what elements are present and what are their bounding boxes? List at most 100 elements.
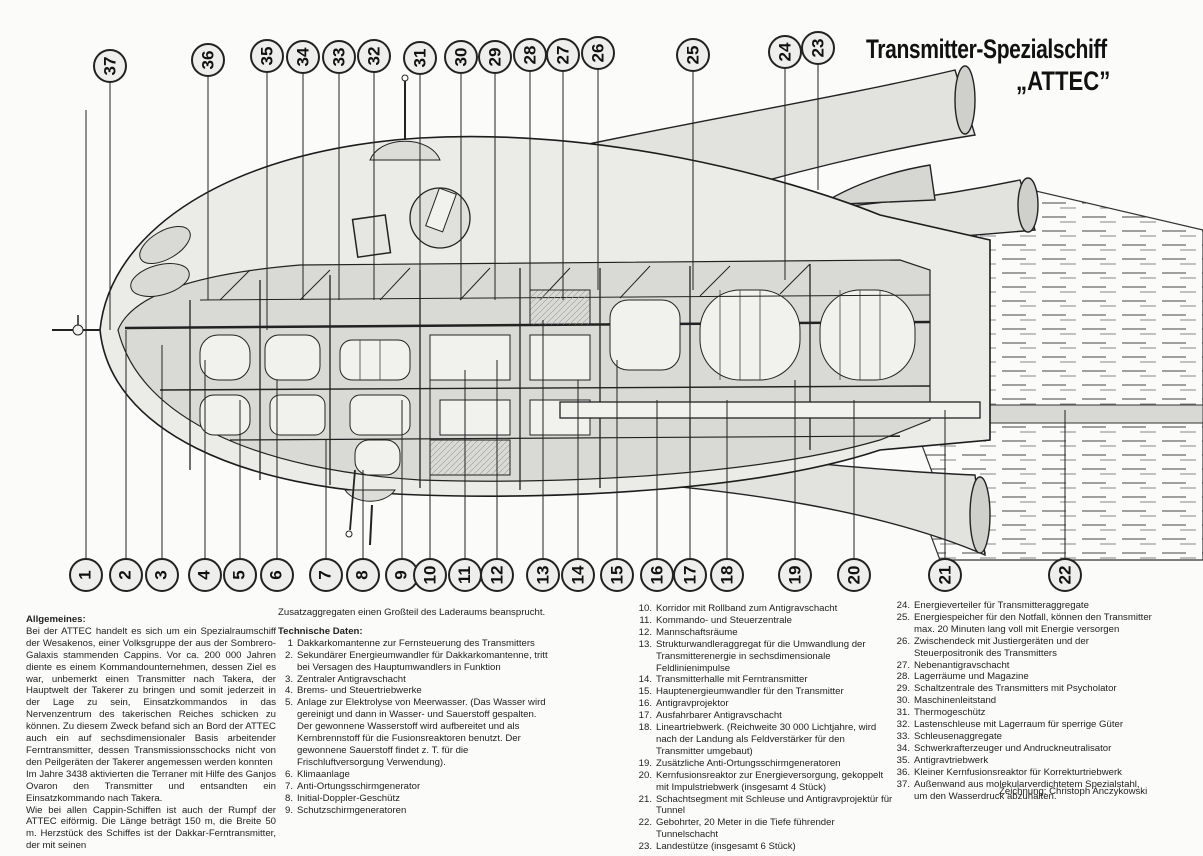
callout-13: 13 [526, 558, 560, 592]
callout-15: 15 [600, 558, 634, 592]
callout-1: 1 [69, 558, 103, 592]
page-title: Transmitter-Spezialschiff [866, 34, 1107, 64]
technical-item: 15. Hauptenergieumwandler für den Transmi… [637, 686, 895, 698]
callout-number: 4 [195, 570, 214, 580]
technical-item-number: 32. [896, 719, 910, 731]
callout-number: 17 [679, 565, 699, 585]
callout-number: 27 [552, 45, 572, 65]
technical-item-number: 13. [638, 638, 652, 650]
technical-item-text: Lagerräume und Magazine [914, 671, 1029, 683]
technical-item-text: Strukturwandleraggregat für die Umwandlu… [656, 638, 866, 674]
technical-item-text: Mannschaftsräume [656, 626, 738, 638]
technical-heading: Technische Daten: [278, 625, 363, 637]
general-heading: Allgemeines: [26, 614, 86, 625]
technical-item: 17.Ausfahrbarer Antigravschacht [637, 710, 895, 722]
technical-item: 34.Schwerkrafterzeuger und Andruckneutra… [895, 743, 1153, 755]
technical-item: 26. Zwischendeck mit Justiergeräten und d… [895, 636, 1153, 660]
technical-item: 18.Lineartriebwerk. (Reichweite 30 000 L… [637, 722, 895, 758]
callout-35: 35 [250, 39, 284, 73]
callout-number: 18 [716, 565, 736, 585]
technical-item-text: Antigravtriebwerk [914, 754, 989, 766]
technical-item: 31.Thermogeschütz [895, 707, 1153, 719]
technical-item-text: Lastenschleuse mit Lagerraum für sperrig… [914, 719, 1124, 731]
technical-item: 28.Lagerräume und Magazine [895, 671, 1153, 683]
callout-number: 7 [316, 570, 335, 580]
callout-26: 26 [581, 36, 615, 70]
technical-item: 33.Schleusenaggregate [895, 731, 1153, 743]
technical-item-text: Energiespeicher für den Notfall, können … [914, 611, 1152, 635]
technical-item-text: Kommando- und Steuerzentrale [656, 614, 792, 626]
technical-item: 35.Antigravtriebwerk [895, 755, 1153, 767]
callout-16: 16 [640, 558, 674, 592]
technical-item-number: 1 [287, 637, 293, 649]
callout-number: 3 [152, 570, 171, 580]
technical-item: 10.Korridor mit Rollband zum Antigravsch… [637, 603, 895, 615]
technical-item-text: Transmitterhalle mit Ferntransmitter [656, 674, 808, 686]
callout-number: 31 [409, 48, 429, 68]
callout-19: 19 [778, 558, 812, 592]
technical-item-number: 7. [284, 780, 293, 792]
technical-item-number: 22. [638, 817, 652, 829]
technical-item-text: Nebenantigravschacht [914, 659, 1010, 671]
technical-item-number: 16. [638, 698, 652, 710]
callout-number: 33 [328, 47, 348, 67]
technical-item-text: Außenwand aus molekularverdichtetem Spez… [914, 778, 1140, 802]
callout-29: 29 [478, 40, 512, 74]
technical-item: 5.Anlage zur Elektrolyse von Meerwasser.… [278, 697, 548, 768]
technical-item: 9.Schutzschirmgeneratoren [278, 805, 548, 817]
technical-item-number: 26. [896, 635, 910, 647]
callout-number: 1 [76, 570, 95, 580]
callout-18: 18 [710, 558, 744, 592]
callout-number: 12 [486, 565, 506, 585]
technical-item: 21. Schachtsegment mit Schleuse und Antig… [637, 794, 895, 818]
technical-item: 30. Maschinenleitstand [895, 695, 1153, 707]
technical-item-text: Hauptenergieumwandler für den Transmitte… [656, 686, 844, 698]
callout-36: 36 [191, 43, 225, 77]
technical-item-text: Maschinenleitstand [914, 695, 997, 707]
technical-item: 12.Mannschaftsräume [637, 627, 895, 639]
technical-item-text: Zentraler Antigravschacht [297, 673, 406, 685]
technical-section-part3: 24.Energieverteiler für Transmitteraggre… [895, 600, 1153, 802]
technical-item-number: 15. [638, 686, 652, 698]
technical-item-text: Antigravprojektor [656, 698, 729, 710]
technical-item-text: Schaltzentrale des Transmitters mit Psyc… [914, 683, 1117, 695]
technical-item: 16. Antigravprojektor [637, 698, 895, 710]
technical-item: 25.Energiespeicher für den Notfall, könn… [895, 612, 1153, 636]
callout-number: 20 [843, 565, 863, 585]
callout-number: 14 [567, 565, 587, 585]
callout-12: 12 [480, 558, 514, 592]
callout-2: 2 [109, 558, 143, 592]
illustration-credit: Zeichnung: Christoph Anczykowski [999, 786, 1148, 797]
technical-item: 24.Energieverteiler für Transmitteraggre… [895, 600, 1153, 612]
technical-item-text: Zwischendeck mit Justiergeräten und der … [914, 635, 1089, 659]
general-paragraph: Bei der ATTEC handelt es sich um ein Spe… [26, 625, 276, 768]
general-paragraph: Wie bei allen Cappin-Schiffen ist auch d… [26, 804, 276, 852]
technical-item: 22. Gebohrter, 20 Meter in die Tiefe führ… [637, 817, 895, 841]
technical-item-number: 18. [638, 722, 652, 734]
technical-item-number: 37. [896, 778, 910, 790]
callout-number: 16 [646, 565, 666, 585]
technical-section-part1: Zusatzaggregaten einen Großteil des Lade… [278, 607, 548, 816]
callout-leader-lines [85, 65, 1066, 558]
callout-number: 34 [292, 47, 312, 67]
technical-item-number: 9. [284, 804, 293, 816]
technical-item-text: Gebohrter, 20 Meter in die Tiefe führend… [656, 817, 835, 841]
technical-item-number: 21. [638, 793, 652, 805]
technical-item-text: Schwerkrafterzeuger und Andruckneutralis… [914, 742, 1112, 754]
technical-item-text: Anti-Ortungsschirmgenerator [297, 780, 421, 792]
technical-item-number: 30. [896, 695, 910, 707]
callout-number: 23 [807, 38, 827, 58]
callout-number: 10 [419, 565, 439, 585]
technical-item-number: 11. [639, 614, 652, 626]
callout-11: 11 [448, 558, 482, 592]
technical-item-number: 31. [896, 707, 910, 719]
callout-17: 17 [673, 558, 707, 592]
technical-item-text: Anlage zur Elektrolyse von Meerwasser. (… [297, 697, 546, 768]
general-paragraph: Im Jahre 3438 aktivierten die Terraner m… [26, 768, 276, 804]
callout-24: 24 [768, 35, 802, 69]
callout-number: 15 [606, 565, 626, 585]
technical-item-number: 27. [896, 659, 910, 671]
general-section: Allgemeines: Bei der ATTEC handelt es si… [26, 614, 276, 852]
technical-item-text: Schachtsegment mit Schleuse und Antigrav… [656, 793, 893, 817]
